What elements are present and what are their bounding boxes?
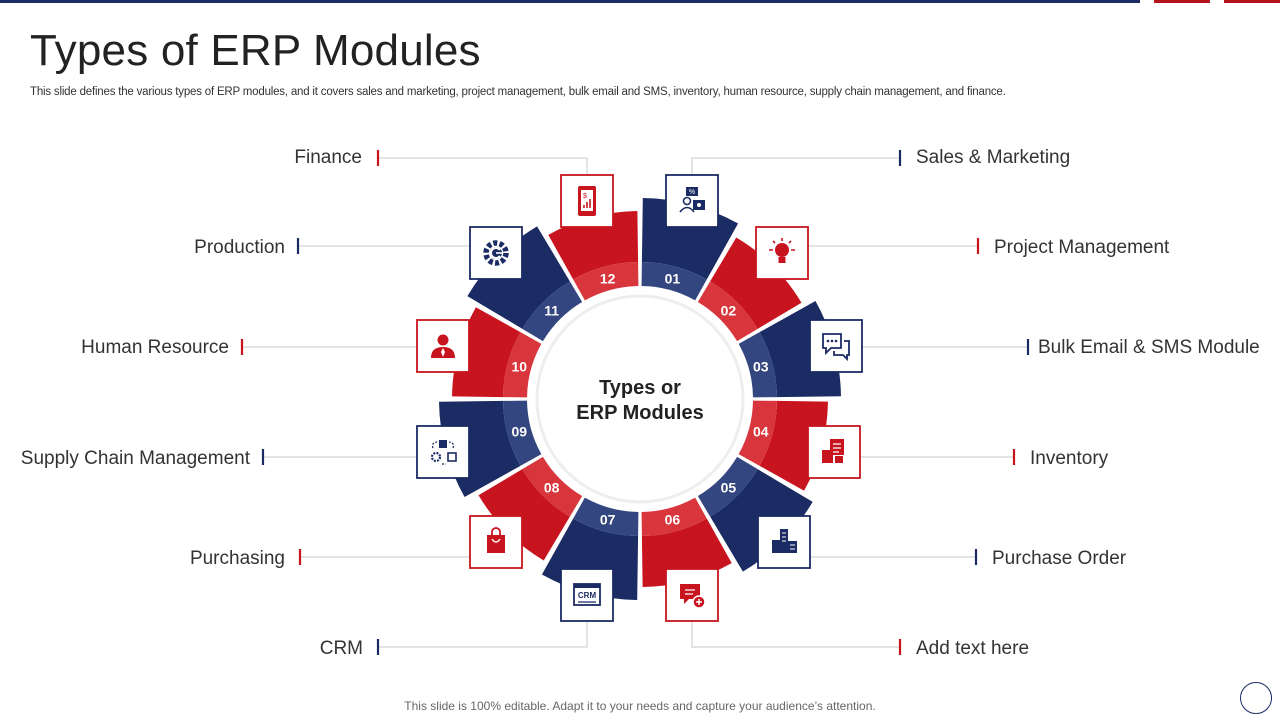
ring-segment-02 xyxy=(710,237,802,329)
person-icon xyxy=(431,334,455,358)
module-number-08: 08 xyxy=(544,479,560,495)
svg-text:$: $ xyxy=(583,193,587,200)
center-circle xyxy=(535,294,745,504)
center-title-line1: Types or xyxy=(599,377,681,399)
module-label-01: Sales & Marketing xyxy=(916,147,1070,168)
module-icon-box-07: CRM xyxy=(560,568,614,622)
module-number-01: 01 xyxy=(665,270,681,286)
ring-inner-segment-03 xyxy=(738,332,777,398)
module-icon-box-03 xyxy=(809,319,863,373)
ring-inner-segment-11 xyxy=(522,281,583,342)
supply-chain-icon xyxy=(430,440,457,465)
module-number-10: 10 xyxy=(511,359,527,375)
ring-inner-segment-04 xyxy=(738,400,777,466)
chat-bubbles-icon xyxy=(822,333,850,362)
svg-text:%: % xyxy=(689,189,695,196)
module-icon-box-08 xyxy=(469,515,523,569)
ring-inner-segment-09 xyxy=(503,400,542,466)
presentation-user-icon: % xyxy=(679,187,705,213)
inventory-docs-icon xyxy=(822,439,844,463)
lightbulb-icon xyxy=(769,238,795,263)
mobile-finance-icon: $ xyxy=(578,186,596,216)
module-label-02: Project Management xyxy=(994,237,1170,258)
module-icon-box-05 xyxy=(757,515,811,569)
ring-inner-segment-02 xyxy=(697,281,758,342)
slide-title: Types of ERP Modules xyxy=(30,26,481,75)
module-icon-box-10 xyxy=(416,319,470,373)
module-icon-box-06 xyxy=(665,568,719,622)
top-accent-line xyxy=(0,0,1140,3)
svg-text:CRM: CRM xyxy=(578,591,597,600)
module-icon-box-04 xyxy=(807,425,861,479)
module-label-10: Human Resource xyxy=(81,337,229,358)
leader-line-07 xyxy=(378,621,588,648)
module-label-03: Bulk Email & SMS Module xyxy=(1038,337,1260,358)
footer-note: This slide is 100% editable. Adapt it to… xyxy=(404,699,876,713)
module-label-08: Purchasing xyxy=(190,548,285,569)
buildings-icon xyxy=(772,529,797,553)
ring-inner-segment-10 xyxy=(503,332,542,398)
chat-add-icon xyxy=(680,584,706,609)
module-number-11: 11 xyxy=(544,303,559,319)
module-number-03: 03 xyxy=(753,359,769,375)
ring-segment-12 xyxy=(548,211,639,280)
module-number-06: 06 xyxy=(665,512,681,528)
ring-inner-segment-08 xyxy=(522,456,583,517)
module-number-09: 09 xyxy=(511,423,527,439)
module-label-05: Purchase Order xyxy=(992,548,1127,569)
gear-icon xyxy=(483,240,509,266)
module-icon-box-02 xyxy=(755,226,809,280)
module-number-04: 04 xyxy=(753,423,769,439)
module-icon-box-11 xyxy=(469,226,523,280)
module-icon-box-01: % xyxy=(665,174,719,228)
corner-circle xyxy=(1240,682,1272,714)
crm-window-icon: CRM xyxy=(573,583,601,606)
ring-segment-08 xyxy=(478,469,570,561)
shopping-bag-icon xyxy=(487,527,505,553)
module-label-06: Add text here xyxy=(916,638,1029,659)
module-icon-box-09 xyxy=(416,425,470,479)
module-number-05: 05 xyxy=(721,479,737,495)
ring-inner-segment-12 xyxy=(573,262,639,301)
ring-inner-segment-01 xyxy=(641,262,707,301)
module-label-12: Finance xyxy=(294,147,362,168)
leader-line-01 xyxy=(691,157,900,178)
module-label-09: Supply Chain Management xyxy=(21,448,251,469)
module-label-11: Production xyxy=(194,237,285,258)
center-title-line2: ERP Modules xyxy=(576,402,703,424)
slide-subtitle: This slide defines the various types of … xyxy=(30,86,1006,98)
module-number-07: 07 xyxy=(600,512,616,528)
module-label-04: Inventory xyxy=(1030,448,1109,469)
top-accent-red-1 xyxy=(1154,0,1210,3)
module-number-12: 12 xyxy=(600,270,616,286)
ring-inner-segment-07 xyxy=(573,497,639,536)
top-accent-red-2 xyxy=(1224,0,1280,3)
leader-line-12 xyxy=(378,157,588,178)
ring-inner-segment-06 xyxy=(641,497,707,536)
leader-line-06 xyxy=(691,621,900,648)
ring-inner-segment-05 xyxy=(697,456,758,517)
module-icon-box-12: $ xyxy=(560,174,614,228)
module-label-07: CRM xyxy=(320,638,363,659)
module-number-02: 02 xyxy=(721,303,737,319)
